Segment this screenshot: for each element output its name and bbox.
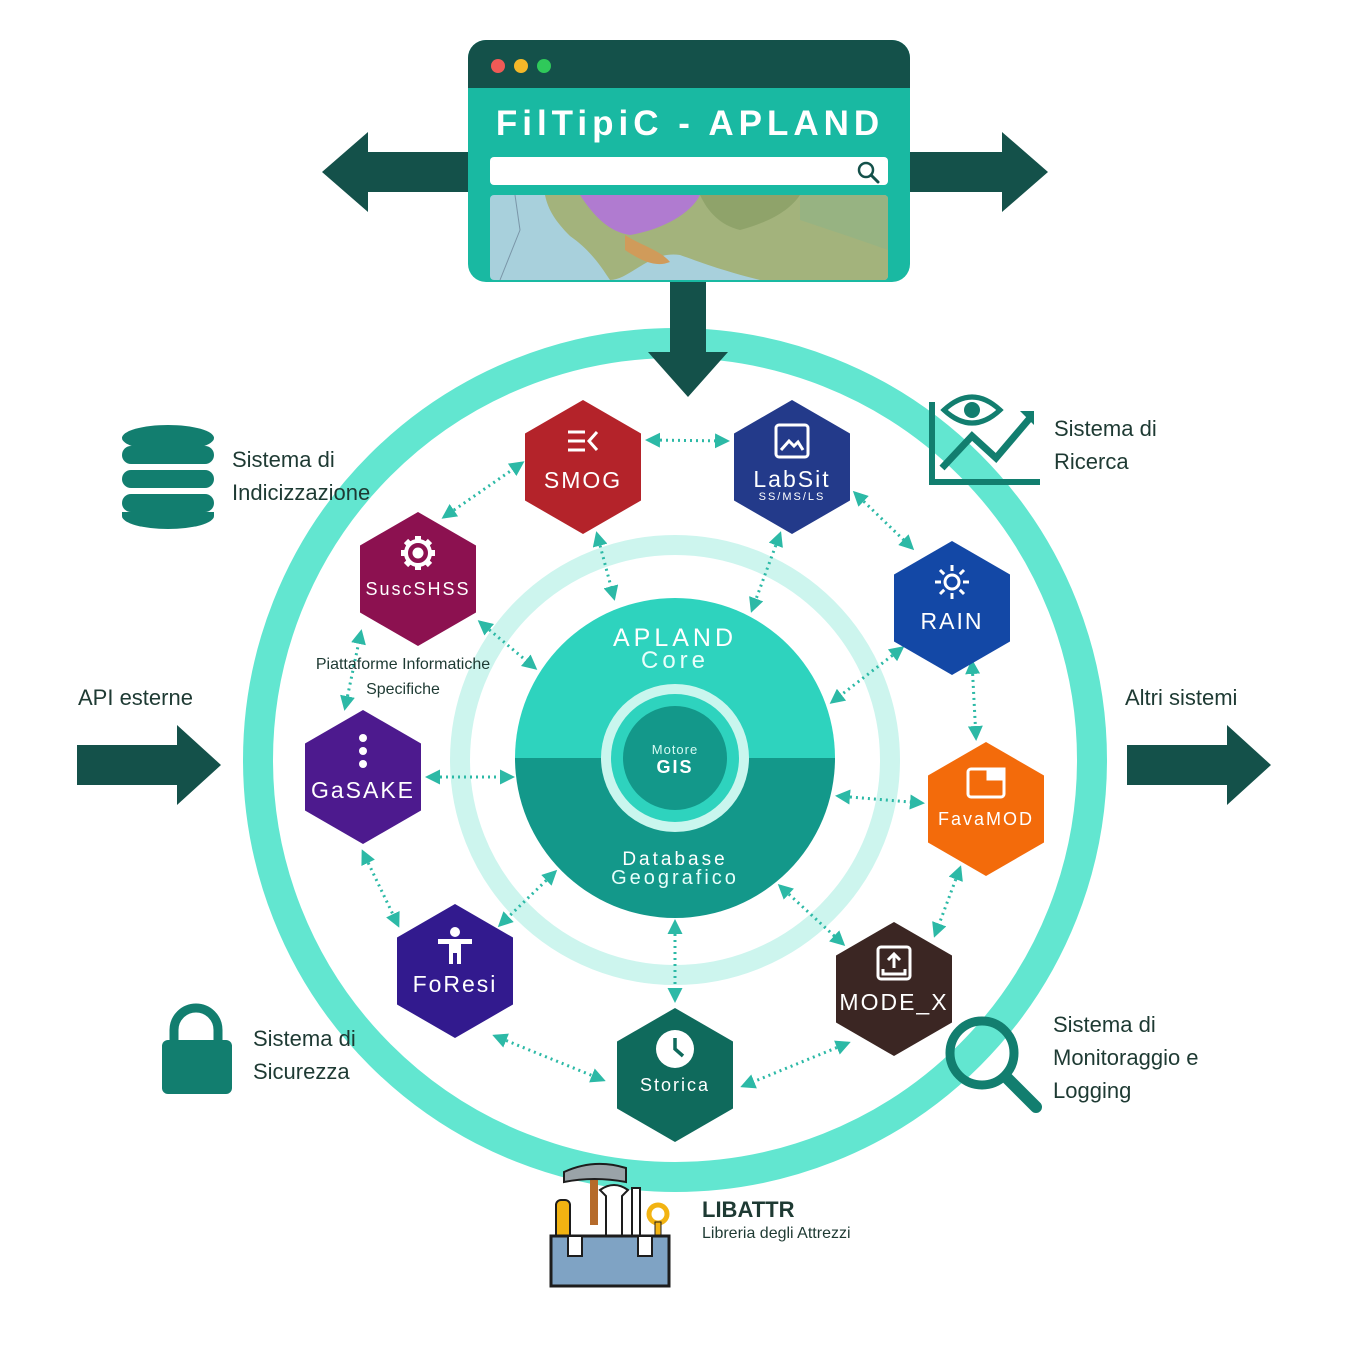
connector-1	[852, 490, 915, 551]
libattr-title: LIBATTR	[702, 1197, 795, 1222]
label-altri-sistemi: Altri sistemi	[1125, 685, 1238, 710]
engine-label-line2: GIS	[656, 757, 694, 777]
module-label-smog: SMOG	[543, 467, 623, 493]
db-label-line2: Geografico	[611, 867, 739, 889]
arrow-down-in	[648, 282, 728, 397]
core-subtitle: Core	[640, 647, 710, 674]
connector-12	[835, 789, 925, 810]
label-libattr: LIBATTR Libreria degli Attrezzi	[702, 1197, 851, 1243]
window-icon	[966, 767, 1006, 799]
connector-11	[829, 646, 905, 704]
hex-storica[interactable]	[617, 1008, 733, 1142]
search-icon[interactable]	[856, 160, 880, 184]
connector-15	[497, 869, 558, 928]
list-back-icon	[568, 430, 599, 452]
app-title: FilTipiC - APLAND	[495, 104, 885, 143]
connector-4	[740, 1040, 851, 1089]
lock-icon	[162, 1003, 232, 1094]
gear-icon	[401, 536, 435, 570]
hex-rain[interactable]	[894, 541, 1010, 675]
apland-core	[515, 598, 835, 918]
engine-label-line1: Motore	[651, 742, 699, 757]
hex-favamod[interactable]	[928, 742, 1044, 876]
modules	[305, 400, 1044, 1142]
hex-labsit[interactable]	[734, 400, 850, 534]
dots-vertical-icon	[359, 734, 367, 768]
hex-mode-x[interactable]	[836, 922, 952, 1056]
core-top-half	[515, 598, 835, 758]
connector-6	[361, 849, 400, 928]
module-label-labsit: LabSit	[753, 466, 831, 492]
module-label-suscshss: SuscSHSS	[365, 579, 471, 599]
hex-foresi[interactable]	[397, 904, 513, 1038]
arrow-altri-out	[1127, 725, 1271, 805]
sun-icon	[935, 565, 969, 599]
module-label-rain: RAIN	[920, 608, 984, 634]
browser-window	[468, 40, 910, 282]
core-title: APLAND	[612, 624, 738, 652]
arrow-right-out	[910, 132, 1048, 212]
arrow-left-out	[322, 132, 470, 212]
module-label-foresi: FoResi	[412, 971, 498, 997]
map-thumbnail	[490, 195, 888, 280]
label-api-esterne: API esterne	[78, 685, 193, 710]
hex-suscshss[interactable]	[360, 512, 476, 646]
connector-2	[965, 659, 983, 741]
module-label-favamod: FavaMOD	[937, 809, 1034, 829]
search-magnifier-icon	[945, 1016, 1042, 1113]
analytics-eye-icon	[929, 394, 1040, 485]
window-minimize-dot	[514, 59, 528, 73]
clock-icon	[656, 1030, 694, 1068]
search-input[interactable]	[490, 157, 888, 185]
hex-gasake[interactable]	[305, 710, 421, 844]
connector-7	[340, 629, 366, 711]
gis-engine	[623, 706, 727, 810]
connector-3	[932, 865, 963, 938]
libattr-subtitle: Libreria degli Attrezzi	[702, 1225, 851, 1242]
connector-8	[441, 461, 525, 519]
image-icon	[774, 423, 810, 459]
toolbox-icon	[549, 1162, 671, 1288]
connector-0	[645, 432, 730, 449]
module-sublabel-labsit: SS/MS/LS	[758, 491, 826, 503]
connector-9	[592, 531, 619, 601]
hex-smog[interactable]	[525, 400, 641, 534]
connector-13	[777, 883, 846, 947]
db-label-line1: Database	[622, 849, 728, 870]
module-label-gasake: GaSAKE	[310, 777, 416, 803]
database-icon	[122, 425, 214, 529]
module-label-mode-x: MODE_X	[839, 989, 949, 1015]
module-label-storica: Storica	[639, 1075, 711, 1095]
connector-10	[749, 531, 783, 613]
person-icon	[438, 927, 472, 964]
window-close-dot	[491, 59, 505, 73]
window-maximize-dot	[537, 59, 551, 73]
connectors	[340, 432, 983, 1089]
upload-icon	[876, 945, 912, 981]
arrow-api-in	[77, 725, 221, 805]
connector-5	[492, 1033, 606, 1083]
core-bottom-half	[515, 758, 835, 918]
